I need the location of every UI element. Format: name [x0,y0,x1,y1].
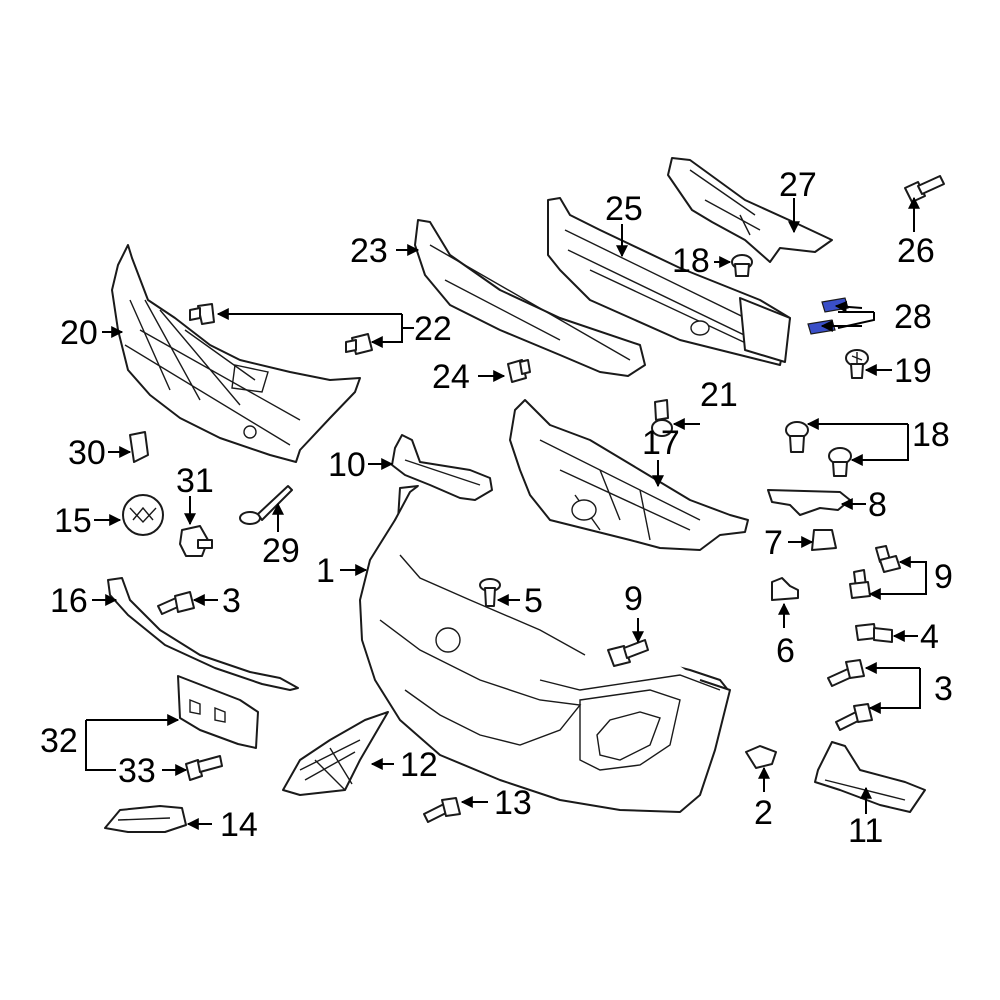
part-8-bracket [767,489,851,516]
part-5-clip [479,578,501,607]
callout-23: 23 [350,232,388,270]
callout-7: 7 [764,524,783,562]
callout-labels: 27 25 26 18 23 28 20 22 19 24 21 18 30 1… [40,166,953,850]
part-30-cap [129,431,149,463]
callout-13: 13 [494,784,532,822]
part-4-bolt [855,623,893,643]
callout-33: 33 [118,752,156,790]
part-19-clip [845,349,869,379]
callout-19: 19 [894,352,932,390]
part-26-bolt [904,175,945,203]
emblem-mount-icon [435,627,461,653]
part-6-retainer [771,577,799,601]
hole-icon [243,425,257,439]
callout-27: 27 [779,166,817,204]
callout-26: 26 [897,232,935,270]
callout-15: 15 [54,502,92,540]
callout-14: 14 [220,806,258,844]
part-2-nut [745,745,777,769]
callout-22: 22 [414,310,452,348]
part-29-tie [239,485,293,525]
callout-31: 31 [176,462,214,500]
callout-32: 32 [40,722,78,760]
callout-18: 18 [912,416,950,454]
part-22-bolts [189,303,373,355]
callout-3: 3 [934,670,953,708]
callout-8: 8 [868,486,887,524]
part-16-strip [107,577,299,691]
callout-9: 9 [624,580,643,618]
part-17-support [509,399,749,551]
callout-10: 10 [328,446,366,484]
part-32-license-bracket [177,675,259,749]
part-24-bolt [507,359,531,383]
part-12-grille-insert [282,711,389,796]
callout-30: 30 [68,434,106,472]
callout-16: 16 [50,582,88,620]
callout-11: 11 [848,812,883,850]
callout-20: 20 [60,314,98,352]
part-25-reinforcement [547,197,791,366]
callout-4: 4 [920,618,939,656]
callout-3: 3 [222,582,241,620]
part-9-bolts-right [849,545,901,599]
part-23-absorber [414,219,646,377]
callout-25: 25 [605,190,643,228]
hole-icon [690,320,710,336]
leader-lines [85,196,927,830]
part-1-bumper-cover [359,485,731,813]
part-18-clip-top [731,254,753,277]
callout-24: 24 [432,358,470,396]
part-10-bracket [391,434,493,501]
part-18-clips-right [785,421,852,477]
callout-21: 21 [700,376,738,414]
part-31-sensor [179,525,213,557]
callout-12: 12 [400,746,438,784]
part-13-screw [423,797,461,823]
callout-18: 18 [672,242,710,280]
part-7-clip [811,529,837,551]
callout-9: 9 [934,558,953,596]
part-3-screws-right [827,659,873,731]
callout-2: 2 [754,794,773,832]
callout-29: 29 [262,532,300,570]
part-11-bracket [814,741,926,813]
callout-17: 17 [642,424,680,462]
callout-1: 1 [316,552,335,590]
callout-5: 5 [524,582,543,620]
callout-28: 28 [894,298,932,336]
part-14-fog-trim [104,805,187,833]
hole-icon [571,499,597,521]
part-33-bolt [185,755,223,781]
part-27-bracket [667,157,833,263]
part-21-bolt [651,399,673,437]
callout-6: 6 [776,632,795,670]
part-15-emblem [122,494,164,536]
part-28-pads [807,297,849,335]
part-20-grille [111,244,361,463]
part-3-screw-left [157,591,195,615]
